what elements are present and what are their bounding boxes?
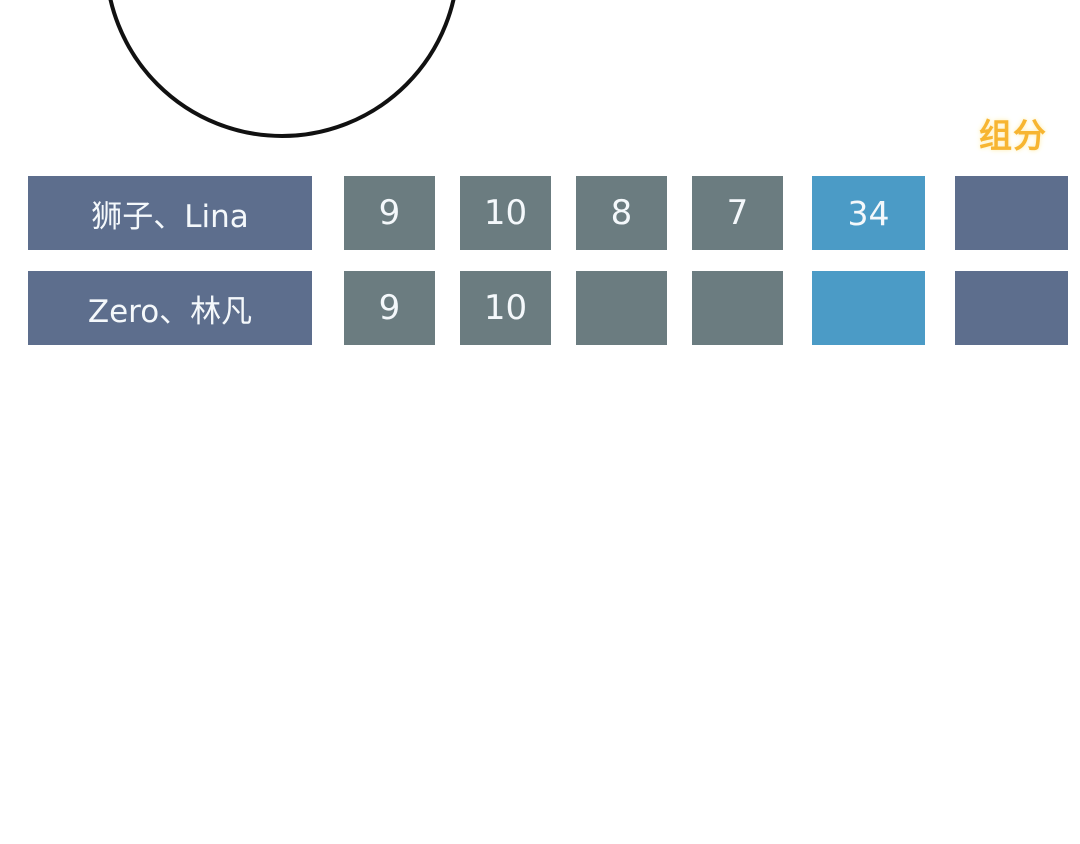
circle-outline (104, 0, 460, 138)
rank-cell (955, 271, 1068, 345)
round-score-cell: 8 (576, 176, 667, 250)
player-name-cell: Zero、林凡 (28, 271, 312, 345)
round-score-cell: 9 (344, 176, 435, 250)
player-name-cell: 狮子、Lina (28, 176, 312, 250)
score-row: 狮子、Lina 9 10 8 7 34 (0, 176, 1080, 250)
round-score-cell: 10 (460, 271, 551, 345)
round-score-cell: 9 (344, 271, 435, 345)
score-row: Zero、林凡 9 10 (0, 271, 1080, 345)
total-score-cell: 34 (812, 176, 925, 250)
total-score-cell (812, 271, 925, 345)
round-score-cell (692, 271, 783, 345)
rank-cell (955, 176, 1068, 250)
round-score-cell (576, 271, 667, 345)
round-score-cell: 10 (460, 176, 551, 250)
round-score-cell: 7 (692, 176, 783, 250)
group-label: 组分 (979, 116, 1047, 155)
